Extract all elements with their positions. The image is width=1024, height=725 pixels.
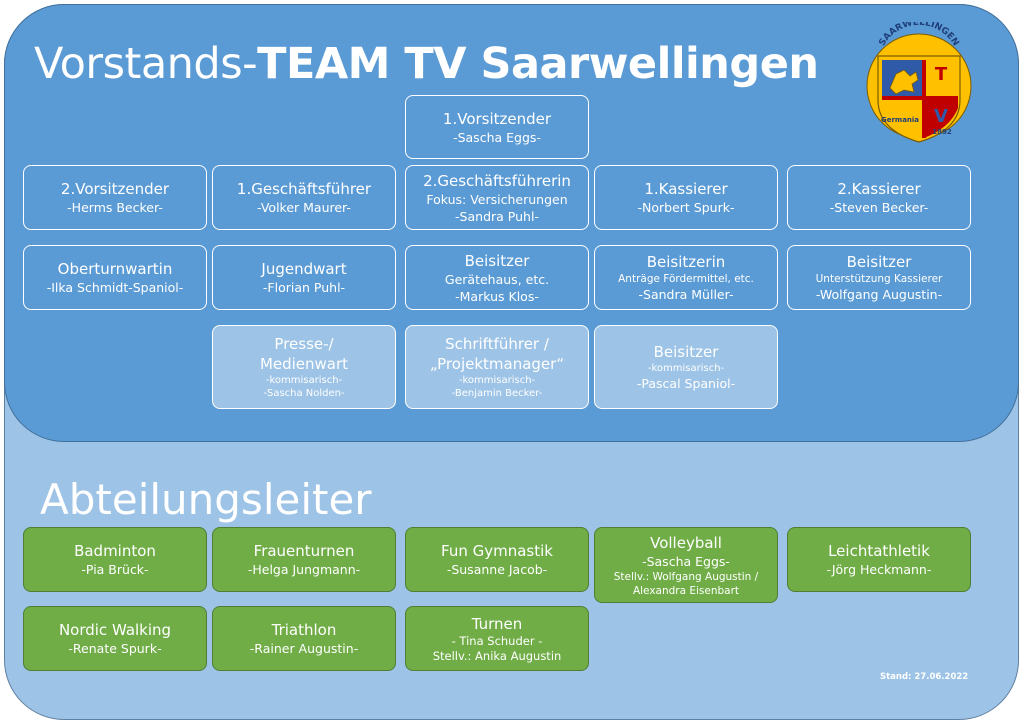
acting-note: -kommisarisch- bbox=[265, 375, 343, 386]
role-label: „Projektmanager“ bbox=[429, 355, 565, 373]
person-name: -Rainer Augustin- bbox=[249, 641, 359, 656]
svg-text:V: V bbox=[934, 106, 948, 127]
board-box-2-kassierer: 2.Kassierer -Steven Becker- bbox=[787, 165, 971, 230]
deputy-label: Alexandra Eisenbart bbox=[632, 584, 740, 597]
board-box-2-geschaeftsfuehrerin: 2.Geschäftsführerin Fokus: Versicherunge… bbox=[405, 165, 589, 230]
role-label: Beisitzer bbox=[846, 253, 912, 271]
board-box-1-vorsitzender: 1.Vorsitzender -Sascha Eggs- bbox=[405, 95, 589, 159]
role-label: Triathlon bbox=[271, 621, 337, 639]
person-name: -Pascal Spaniol- bbox=[636, 376, 736, 391]
person-name: -Susanne Jacob- bbox=[446, 562, 548, 577]
dept-box-volleyball: Volleyball -Sascha Eggs- Stellv.: Wolfga… bbox=[594, 527, 778, 603]
person-name: -Pia Brück- bbox=[81, 562, 149, 577]
person-name: -Sandra Müller- bbox=[638, 287, 734, 302]
focus-label: Anträge Fördermittel, etc. bbox=[618, 273, 754, 285]
focus-label: Gerätehaus, etc. bbox=[444, 271, 550, 287]
acting-note: -kommisarisch- bbox=[458, 375, 536, 386]
role-label: Beisitzer bbox=[653, 343, 719, 361]
deputy-label: Stellv.: Anika Augustin bbox=[432, 648, 562, 663]
person-name: -Volker Maurer- bbox=[257, 200, 351, 215]
person-name: -Ilka Schmidt-Spaniol- bbox=[46, 280, 184, 295]
section-title-abteilungsleiter: Abteilungsleiter bbox=[40, 475, 372, 524]
role-label: 1.Vorsitzender bbox=[442, 109, 552, 128]
focus-label: Fokus: Versicherungen bbox=[426, 191, 568, 207]
person-name: -Helga Jungmann- bbox=[247, 562, 361, 577]
role-label: Schriftführer / bbox=[445, 335, 549, 353]
person-name: -Florian Puhl- bbox=[262, 280, 346, 295]
board-box-1-kassierer: 1.Kassierer -Norbert Spurk- bbox=[594, 165, 778, 230]
board-box-jugendwart: Jugendwart -Florian Puhl- bbox=[212, 245, 396, 310]
role-label: Badminton bbox=[74, 542, 156, 560]
board-box-presse-medienwart: Presse-/ Medienwart -kommisarisch- -Sasc… bbox=[212, 325, 396, 409]
role-label: Medienwart bbox=[259, 355, 349, 373]
board-box-schriftfuehrer: Schriftführer / „Projektmanager“ -kommis… bbox=[405, 325, 589, 409]
dept-box-triathlon: Triathlon -Rainer Augustin- bbox=[212, 606, 396, 671]
role-label: Fun Gymnastik bbox=[441, 542, 553, 560]
person-name: -Benjamin Becker- bbox=[451, 388, 543, 399]
board-box-oberturnwartin: Oberturnwartin -Ilka Schmidt-Spaniol- bbox=[23, 245, 207, 310]
role-label: Presse-/ bbox=[274, 335, 334, 353]
focus-label: Unterstützung Kassierer bbox=[815, 273, 943, 285]
page-title: Vorstands-TEAM TV Saarwellingen bbox=[34, 39, 819, 89]
person-name: -Sascha Nolden- bbox=[263, 388, 345, 399]
person-name: -Wolfgang Augustin- bbox=[815, 287, 943, 302]
role-label: 2.Geschäftsführerin bbox=[423, 171, 571, 190]
person-name: - Tina Schuder - bbox=[451, 633, 543, 648]
svg-text:Germania: Germania bbox=[881, 116, 919, 124]
role-label: 1.Geschäftsführer bbox=[236, 180, 372, 198]
dept-box-badminton: Badminton -Pia Brück- bbox=[23, 527, 207, 592]
person-name: -Sascha Eggs- bbox=[642, 553, 730, 569]
svg-text:1892: 1892 bbox=[932, 128, 952, 136]
svg-text:T: T bbox=[935, 64, 948, 85]
person-name: -Herms Becker- bbox=[67, 200, 163, 215]
person-name: -Steven Becker- bbox=[829, 200, 929, 215]
dept-box-nordic-walking: Nordic Walking -Renate Spurk- bbox=[23, 606, 207, 671]
role-label: Nordic Walking bbox=[58, 621, 172, 639]
board-box-2-vorsitzender: 2.Vorsitzender -Herms Becker- bbox=[23, 165, 207, 230]
person-name: -Norbert Spurk- bbox=[637, 200, 735, 215]
board-box-1-geschaeftsfuehrer: 1.Geschäftsführer -Volker Maurer- bbox=[212, 165, 396, 230]
role-label: Turnen bbox=[471, 614, 523, 633]
person-name: -Jörg Heckmann- bbox=[826, 562, 932, 577]
deputy-label: Stellv.: Wolfgang Augustin / bbox=[613, 570, 759, 583]
board-box-beisitzer-kassierer: Beisitzer Unterstützung Kassierer -Wolfg… bbox=[787, 245, 971, 310]
person-name: -Sandra Puhl- bbox=[455, 208, 539, 224]
dept-box-frauenturnen: Frauenturnen -Helga Jungmann- bbox=[212, 527, 396, 592]
person-name: -Markus Klos- bbox=[455, 288, 539, 304]
club-logo: T V SAARWELLINGEN Germania 1892 bbox=[866, 22, 972, 143]
role-label: Leichtathletik bbox=[828, 542, 930, 560]
board-box-beisitzerin-foerdermittel: Beisitzerin Anträge Fördermittel, etc. -… bbox=[594, 245, 778, 310]
board-box-beisitzer-geraetehaus: Beisitzer Gerätehaus, etc. -Markus Klos- bbox=[405, 245, 589, 310]
role-label: Oberturnwartin bbox=[57, 260, 173, 278]
role-label: 2.Kassierer bbox=[837, 180, 921, 198]
role-label: Jugendwart bbox=[261, 260, 347, 278]
person-name: -Renate Spurk- bbox=[68, 641, 162, 656]
person-name: -Sascha Eggs- bbox=[453, 129, 541, 145]
role-label: Frauenturnen bbox=[253, 542, 355, 560]
dept-box-leichtathletik: Leichtathletik -Jörg Heckmann- bbox=[787, 527, 971, 592]
role-label: 1.Kassierer bbox=[644, 180, 728, 198]
role-label: Volleyball bbox=[650, 533, 722, 552]
role-label: Beisitzerin bbox=[646, 253, 726, 271]
role-label: 2.Vorsitzender bbox=[60, 180, 170, 198]
dept-box-fun-gymnastik: Fun Gymnastik -Susanne Jacob- bbox=[405, 527, 589, 592]
board-box-beisitzer-spaniol: Beisitzer -kommisarisch- -Pascal Spaniol… bbox=[594, 325, 778, 409]
role-label: Beisitzer bbox=[464, 251, 530, 270]
date-stamp: Stand: 27.06.2022 bbox=[880, 672, 969, 682]
dept-box-turnen: Turnen - Tina Schuder - Stellv.: Anika A… bbox=[405, 606, 589, 671]
acting-note: -kommisarisch- bbox=[647, 363, 725, 374]
